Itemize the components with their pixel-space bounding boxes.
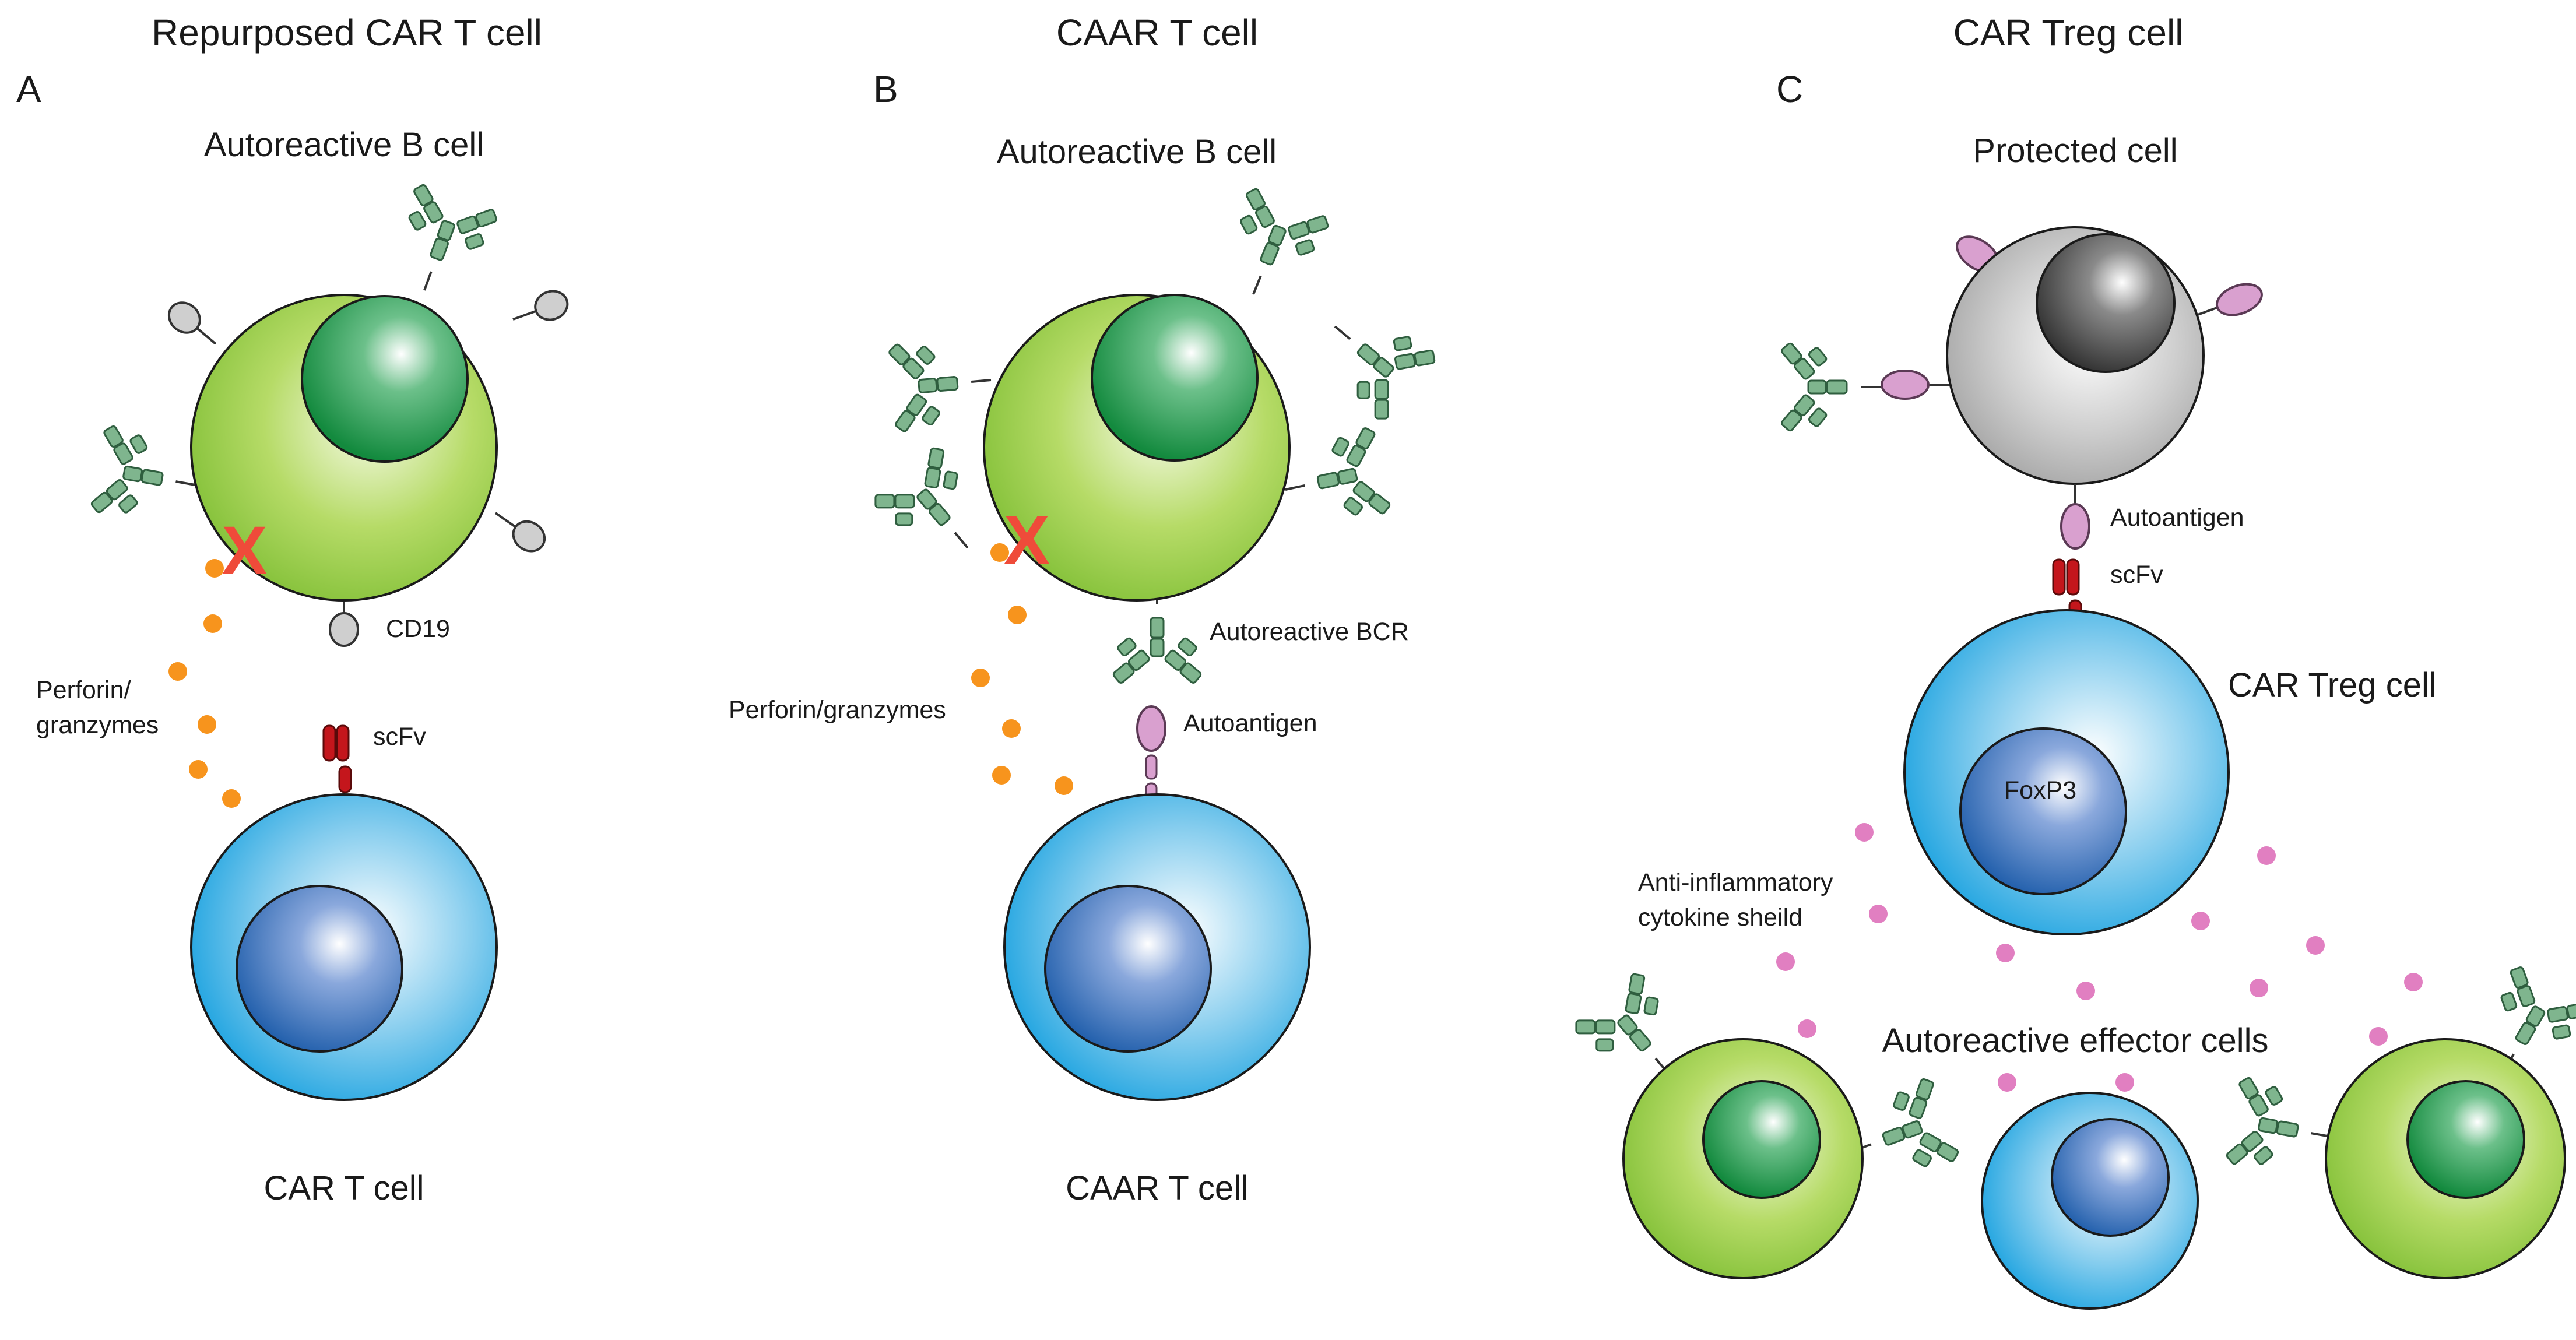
panel-c-title: CAR Treg cell bbox=[1953, 12, 2184, 54]
autoantigen-icon bbox=[1881, 370, 1951, 400]
panel-b-title: CAAR T cell bbox=[1056, 12, 1258, 54]
panel-a-bottom-cell-label: CAR T cell bbox=[263, 1169, 424, 1207]
perforin-label: granzymes bbox=[36, 711, 159, 739]
bcr-antibody-icon bbox=[1210, 184, 1334, 312]
autoantigen-icon bbox=[2191, 277, 2268, 329]
perforin-dots bbox=[971, 543, 1073, 795]
bcr-label: Autoreactive BCR bbox=[1210, 618, 1409, 646]
b-cell-nucleus bbox=[1091, 294, 1259, 462]
panel-a-letter: A bbox=[16, 68, 41, 110]
panel-a: Autoreactive B cell CD19 X Perforin/ gra… bbox=[36, 126, 573, 1207]
cytokine-shield-label: cytokine sheild bbox=[1638, 903, 1802, 931]
free-antibody-icon bbox=[868, 441, 1003, 578]
bcr-antibody-icon bbox=[381, 180, 502, 307]
perforin-dots bbox=[168, 559, 241, 808]
bcr-antibody-icon bbox=[886, 334, 996, 435]
perforin-label: Perforin/granzymes bbox=[729, 696, 946, 724]
panel-a-title: Repurposed CAR T cell bbox=[152, 12, 542, 54]
panel-b-letter: B bbox=[873, 68, 898, 110]
treg-nucleus bbox=[1959, 727, 2127, 895]
cd19-marker bbox=[161, 295, 226, 356]
autoantigen-label: Autoantigen bbox=[2110, 504, 2244, 532]
b-cell-nucleus bbox=[301, 295, 469, 463]
cd19-marker bbox=[486, 500, 552, 558]
car-treg-label: CAR Treg cell bbox=[2228, 666, 2437, 704]
effector-cells-label: Autoreactive effector cells bbox=[1882, 1022, 2268, 1060]
t-cell-nucleus bbox=[1044, 885, 1212, 1053]
autoantigen-icon bbox=[2060, 503, 2090, 550]
protected-cell-nucleus bbox=[2036, 233, 2176, 373]
panel-c: Protected cell Autoantigen scFv FoxP3 CA… bbox=[1569, 132, 2576, 1310]
perforin-label: Perforin/ bbox=[36, 676, 131, 704]
panel-c-letter: C bbox=[1776, 68, 1803, 110]
cd19-label: CD19 bbox=[386, 615, 450, 643]
bcr-antibody-icon bbox=[1275, 424, 1394, 535]
cytokine-shield-label: Anti-inflammatory bbox=[1638, 868, 1833, 896]
cd19-marker bbox=[507, 285, 573, 334]
protected-cell-label: Protected cell bbox=[1973, 132, 2177, 170]
effector-b-nucleus bbox=[2406, 1080, 2525, 1199]
panel-b-bottom-cell-label: CAAR T cell bbox=[1066, 1169, 1249, 1207]
free-antibody-icon bbox=[1305, 291, 1442, 426]
bcr-antibody-icon bbox=[2223, 1074, 2340, 1182]
cytokine-dots bbox=[1776, 823, 2423, 1092]
panel-b: Autoreactive B cell Autoreactive BCR X P… bbox=[729, 133, 1442, 1207]
blocked-x-mark: X bbox=[1004, 502, 1050, 579]
bound-antibody-icon bbox=[1779, 341, 1882, 433]
panel-b-top-cell-label: Autoreactive B cell bbox=[997, 133, 1277, 171]
scfv-label: scFv bbox=[2110, 561, 2163, 589]
blocked-x-mark: X bbox=[222, 512, 268, 589]
bcr-antibody-icon bbox=[87, 422, 205, 530]
t-cell-nucleus bbox=[236, 885, 403, 1053]
panel-a-top-cell-label: Autoreactive B cell bbox=[204, 126, 484, 164]
foxp3-label: FoxP3 bbox=[2004, 776, 2076, 804]
effector-b-nucleus bbox=[1702, 1080, 1821, 1199]
scfv-label: scFv bbox=[373, 723, 426, 751]
effector-t-nucleus bbox=[2051, 1118, 2170, 1237]
autoantigen-label: Autoantigen bbox=[1183, 709, 1317, 737]
